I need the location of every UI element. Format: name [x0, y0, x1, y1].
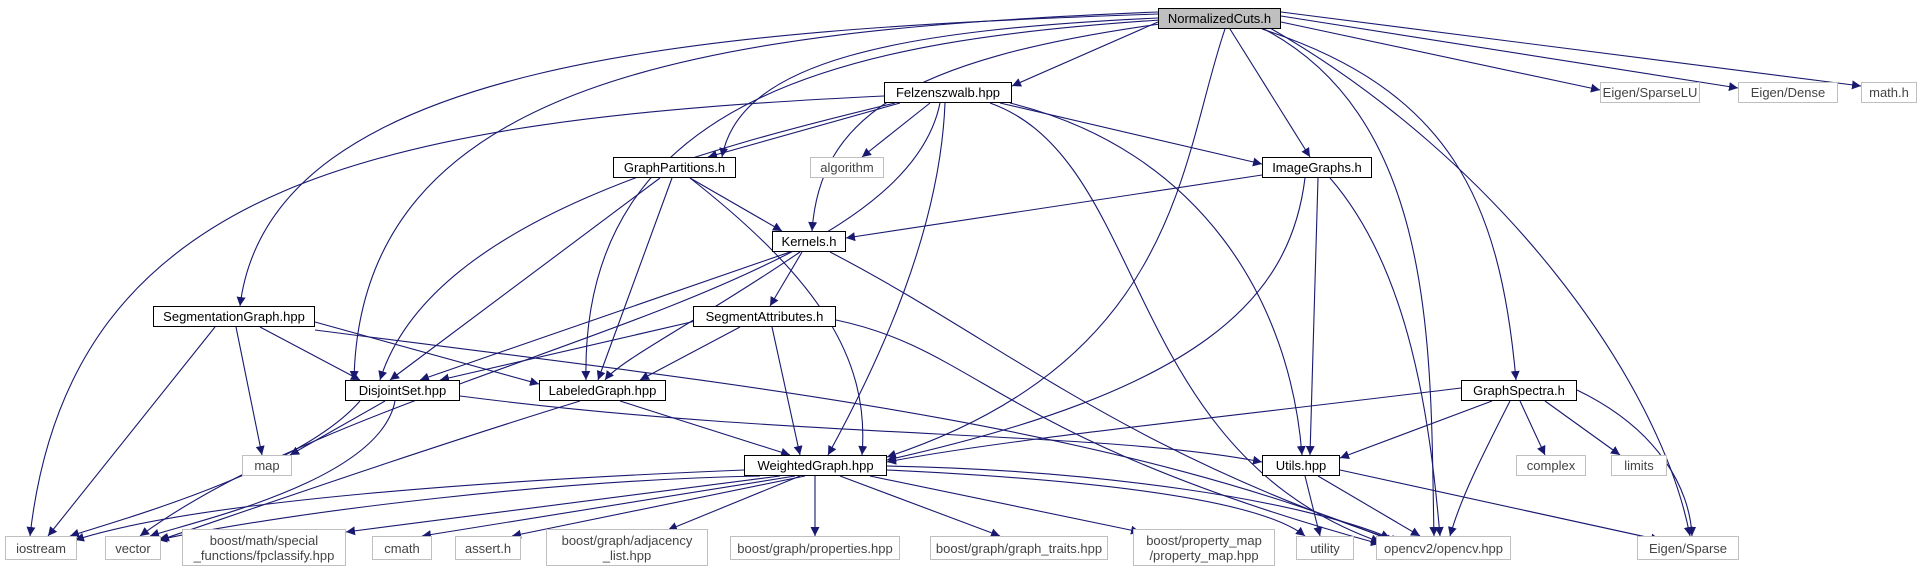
node-labeledgraph[interactable]: LabeledGraph.hpp [539, 380, 666, 401]
edge-normalizedcuts-eigen-sparse [1269, 27, 1693, 537]
edge-graphspectra-opencv [1448, 400, 1511, 537]
node-segmentattributes[interactable]: SegmentAttributes.h [693, 306, 836, 327]
node-math-h: math.h [1861, 82, 1917, 103]
edge-kernels-labeledgraph [604, 251, 801, 381]
node-eigen-sparse: Eigen/Sparse [1637, 536, 1739, 560]
edge-segmentattributes-labeledgraph [639, 326, 741, 381]
edge-disjointset-iostream [69, 400, 361, 538]
edge-segmentationgraph-disjointset [259, 326, 361, 381]
node-normalizedcuts[interactable]: NormalizedCuts.h [1158, 8, 1281, 29]
node-properties: boost/graph/properties.hpp [730, 536, 900, 560]
edge-weightedgraph-graph-traits [839, 475, 1001, 538]
edge-normalizedcuts-eigen-dense [1280, 15, 1739, 92]
edge-normalizedcuts-segmentationgraph [236, 13, 1159, 307]
edge-normalizedcuts-opencv [1261, 27, 1439, 537]
edge-felzenszwalb-weightedgraph [827, 102, 946, 456]
node-limits: limits [1611, 455, 1667, 476]
edge-weightedgraph-fpclassify [345, 475, 781, 536]
node-disjointset[interactable]: DisjointSet.hpp [345, 380, 460, 401]
edge-disjointset-vector [149, 400, 396, 538]
node-felzenszwalb[interactable]: Felzenszwalb.hpp [884, 82, 1012, 103]
node-kernels[interactable]: Kernels.h [772, 231, 846, 252]
node-assert-h: assert.h [455, 536, 521, 560]
edge-graphspectra-weightedgraph [886, 387, 1462, 465]
node-fpclassify: boost/math/special _functions/fpclassify… [182, 529, 346, 566]
node-imagegraphs[interactable]: ImageGraphs.h [1262, 157, 1372, 178]
edge-kernels-opencv [829, 251, 1401, 544]
node-iostream: iostream [5, 536, 77, 560]
edge-disjointset-utils [459, 395, 1263, 465]
node-property-map: boost/property_map /property_map.hpp [1133, 529, 1275, 566]
edge-segmentattributes-weightedgraph [771, 326, 803, 456]
edge-utils-eigen-sparse [1339, 469, 1661, 543]
node-eigen-sparselu: Eigen/SparseLU [1600, 82, 1700, 103]
node-adjacency-list: boost/graph/adjacency _list.hpp [546, 529, 708, 566]
edge-normalizedcuts-eigen-sparselu [1280, 21, 1601, 93]
edge-normalizedcuts-imagegraphs [1229, 28, 1311, 158]
edge-weightedgraph-assert-h [511, 475, 806, 539]
node-graphspectra[interactable]: GraphSpectra.h [1461, 380, 1577, 401]
edge-normalizedcuts-labeledgraph [581, 19, 1161, 381]
edge-normalizedcuts-disjointset [349, 11, 1159, 381]
edge-felzenszwalb-opencv [989, 102, 1381, 544]
edge-felzenszwalb-algorithm [861, 102, 931, 158]
edge-kernels-segmentattributes [769, 251, 803, 307]
edge-utils-utility [1304, 475, 1323, 537]
edge-weightedgraph-opencv [886, 465, 1391, 539]
node-segmentationgraph[interactable]: SegmentationGraph.hpp [153, 306, 315, 327]
edge-normalizedcuts-felzenszwalb [1011, 21, 1159, 87]
node-utility: utility [1296, 536, 1354, 560]
edge-normalizedcuts-math-h [1280, 11, 1862, 90]
node-graphpartitions[interactable]: GraphPartitions.h [613, 157, 736, 178]
edge-felzenszwalb-iostream [26, 95, 885, 537]
edge-weightedgraph-property-map [869, 475, 1141, 535]
edge-disjointset-map [289, 400, 386, 456]
edge-labeledgraph-weightedgraph [619, 400, 791, 457]
edge-imagegraphs-utils [1305, 177, 1319, 456]
edge-graphpartitions-labeledgraph [596, 177, 673, 381]
node-eigen-dense: Eigen/Dense [1738, 82, 1838, 103]
edge-weightedgraph-iostream [74, 469, 745, 542]
edge-weightedgraph-utility [886, 469, 1306, 537]
edge-normalizedcuts-graphpartitions [719, 17, 1159, 158]
edge-felzenszwalb-utils [1009, 102, 1306, 456]
edge-segmentationgraph-opencv [314, 329, 1396, 543]
node-graph-traits: boost/graph/graph_traits.hpp [930, 536, 1108, 560]
edge-segmentationgraph-labeledgraph [314, 321, 540, 386]
edge-graphpartitions-kernels [689, 177, 783, 232]
edge-imagegraphs-opencv [1329, 177, 1444, 537]
edge-kernels-disjointset [419, 251, 791, 382]
edge-segmentattributes-opencv [835, 319, 1381, 546]
edge-segmentationgraph-map [235, 326, 265, 456]
node-algorithm: algorithm [810, 157, 884, 178]
edge-graphspectra-complex [1519, 400, 1546, 456]
node-opencv: opencv2/opencv.hpp [1376, 536, 1511, 560]
edge-utils-opencv [1317, 475, 1421, 537]
node-vector: vector [105, 536, 161, 560]
edge-graphspectra-limits [1544, 400, 1621, 456]
edge-imagegraphs-weightedgraph [886, 177, 1306, 463]
edge-weightedgraph-vector [157, 475, 761, 543]
edge-segmentattributes-disjointset [439, 319, 701, 383]
edge-graphspectra-utils [1339, 400, 1493, 460]
edge-imagegraphs-kernels [845, 174, 1263, 242]
edge-segmentationgraph-iostream [47, 326, 216, 537]
edge-weightedgraph-adjacency-list [667, 475, 801, 531]
edge-normalizedcuts-graphspectra [1261, 28, 1520, 381]
node-utils[interactable]: Utils.hpp [1262, 455, 1340, 476]
node-weightedgraph[interactable]: WeightedGraph.hpp [744, 455, 887, 476]
node-cmath: cmath [372, 536, 432, 560]
edge-normalizedcuts-weightedgraph [886, 28, 1226, 459]
edge-felzenszwalb-graphpartitions [707, 102, 901, 159]
edge-felzenszwalb-disjointset [378, 102, 896, 381]
edge-weightedgraph-cmath [421, 475, 796, 540]
node-map: map [242, 455, 292, 476]
node-complex: complex [1516, 455, 1586, 476]
edge-graphpartitions-disjointset [389, 177, 661, 381]
